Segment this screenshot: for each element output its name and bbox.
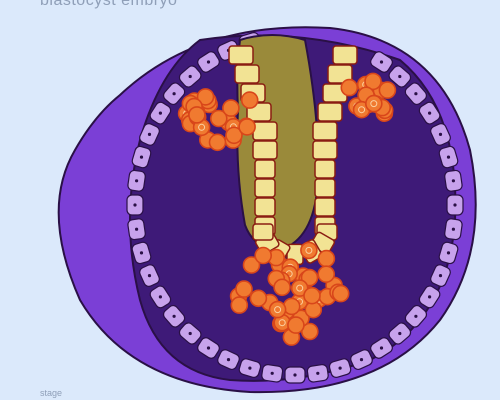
caption-bottom: stage bbox=[40, 388, 63, 398]
hypoblast-cell bbox=[273, 278, 291, 297]
trophoblast-nucleus bbox=[293, 373, 297, 377]
hypoblast-cell bbox=[331, 284, 350, 303]
epiblast-cell bbox=[234, 64, 260, 84]
epiblast-cell bbox=[314, 197, 336, 217]
trophoblast-nucleus bbox=[158, 295, 162, 299]
caption-top: blastocyst embryo bbox=[40, 0, 178, 9]
epiblast-cell bbox=[327, 64, 353, 84]
hypoblast-cell bbox=[225, 126, 243, 145]
hypoblast-cell bbox=[242, 256, 261, 274]
hypoblast-cell bbox=[364, 94, 383, 113]
epiblast-cell bbox=[254, 178, 276, 198]
hypoblast-cell bbox=[222, 99, 240, 117]
hypoblast-cell bbox=[300, 241, 318, 260]
hypoblast-cell bbox=[317, 265, 336, 284]
trophoblast-nucleus bbox=[451, 227, 455, 231]
trophoblast-nucleus bbox=[172, 314, 176, 318]
hypoblast-cell bbox=[196, 88, 215, 106]
trophoblast-nucleus bbox=[446, 155, 451, 159]
hypoblast-nucleus bbox=[274, 306, 282, 314]
hypoblast-cell bbox=[340, 78, 359, 97]
trophoblast-nucleus bbox=[359, 358, 364, 362]
epiblast-cell bbox=[252, 223, 274, 241]
trophoblast-nucleus bbox=[135, 227, 139, 231]
hypoblast-cell bbox=[364, 72, 382, 91]
epiblast-cell bbox=[254, 197, 276, 217]
hypoblast-cell bbox=[303, 286, 321, 305]
trophoblast-nucleus bbox=[226, 358, 231, 362]
epiblast-cell bbox=[314, 178, 336, 198]
hypoblast-cell bbox=[378, 81, 397, 99]
hypoblast-cell bbox=[188, 106, 206, 124]
trophoblast-nucleus bbox=[398, 74, 402, 79]
trophoblast-nucleus bbox=[379, 60, 384, 64]
trophoblast-nucleus bbox=[158, 111, 162, 115]
epiblast-cell bbox=[254, 159, 276, 179]
trophoblast-nucleus bbox=[139, 251, 144, 255]
hypoblast-nucleus bbox=[296, 284, 304, 292]
hypoblast-nucleus bbox=[358, 106, 366, 114]
hypoblast-cell bbox=[249, 289, 268, 308]
hypoblast-cell bbox=[240, 91, 259, 109]
trophoblast-nucleus bbox=[147, 274, 152, 278]
trophoblast-nucleus bbox=[248, 366, 252, 370]
hypoblast-nucleus bbox=[370, 100, 378, 108]
trophoblast-nucleus bbox=[428, 111, 432, 115]
epiblast-cell bbox=[252, 121, 278, 141]
epiblast-cell bbox=[252, 140, 278, 160]
epiblast-cell bbox=[317, 102, 343, 122]
trophoblast-nucleus bbox=[438, 132, 443, 136]
trophoblast-nucleus bbox=[451, 179, 455, 183]
trophoblast-nucleus bbox=[438, 274, 443, 278]
hypoblast-cluster-icon bbox=[177, 72, 397, 346]
hypoblast-cell bbox=[268, 300, 287, 319]
trophoblast-nucleus bbox=[206, 346, 211, 350]
epiblast-cell bbox=[312, 140, 338, 160]
trophoblast-nucleus bbox=[188, 74, 192, 79]
trophoblast-nucleus bbox=[135, 179, 139, 183]
trophoblast-nucleus bbox=[414, 314, 418, 318]
trophoblast-nucleus bbox=[270, 371, 274, 375]
trophoblast-nucleus bbox=[206, 60, 211, 64]
trophoblast-nucleus bbox=[428, 295, 432, 299]
trophoblast-nucleus bbox=[147, 132, 152, 136]
hypoblast-cell bbox=[208, 133, 227, 152]
trophoblast-nucleus bbox=[446, 251, 451, 255]
epiblast-cell bbox=[314, 159, 336, 179]
trophoblast-nucleus bbox=[453, 203, 457, 207]
hypoblast-nucleus bbox=[198, 123, 206, 131]
trophoblast-nucleus bbox=[172, 92, 176, 96]
trophoblast-nucleus bbox=[379, 346, 384, 350]
trophoblast-nucleus bbox=[398, 331, 402, 336]
epiblast-cell bbox=[332, 45, 358, 65]
trophoblast-nucleus bbox=[414, 92, 418, 96]
trophoblast-nucleus bbox=[316, 371, 320, 375]
trophoblast-nucleus bbox=[188, 331, 192, 336]
hypoblast-cell bbox=[317, 249, 336, 268]
hypoblast-cell bbox=[230, 296, 249, 314]
hypoblast-nucleus bbox=[305, 246, 313, 254]
hypoblast-cell bbox=[238, 118, 256, 136]
epiblast-cell bbox=[312, 121, 338, 141]
epiblast-cell bbox=[228, 45, 254, 65]
trophoblast-nucleus bbox=[338, 366, 342, 370]
hypoblast-cell bbox=[287, 316, 305, 334]
hypoblast-nucleus bbox=[278, 319, 286, 327]
trophoblast-nucleus bbox=[133, 203, 137, 207]
trophoblast-nucleus bbox=[139, 155, 144, 159]
hypoblast-cell bbox=[254, 246, 273, 265]
hypoblast-cell bbox=[282, 297, 301, 316]
hypoblast-cell bbox=[210, 109, 228, 128]
hypoblast-cell bbox=[235, 280, 253, 298]
